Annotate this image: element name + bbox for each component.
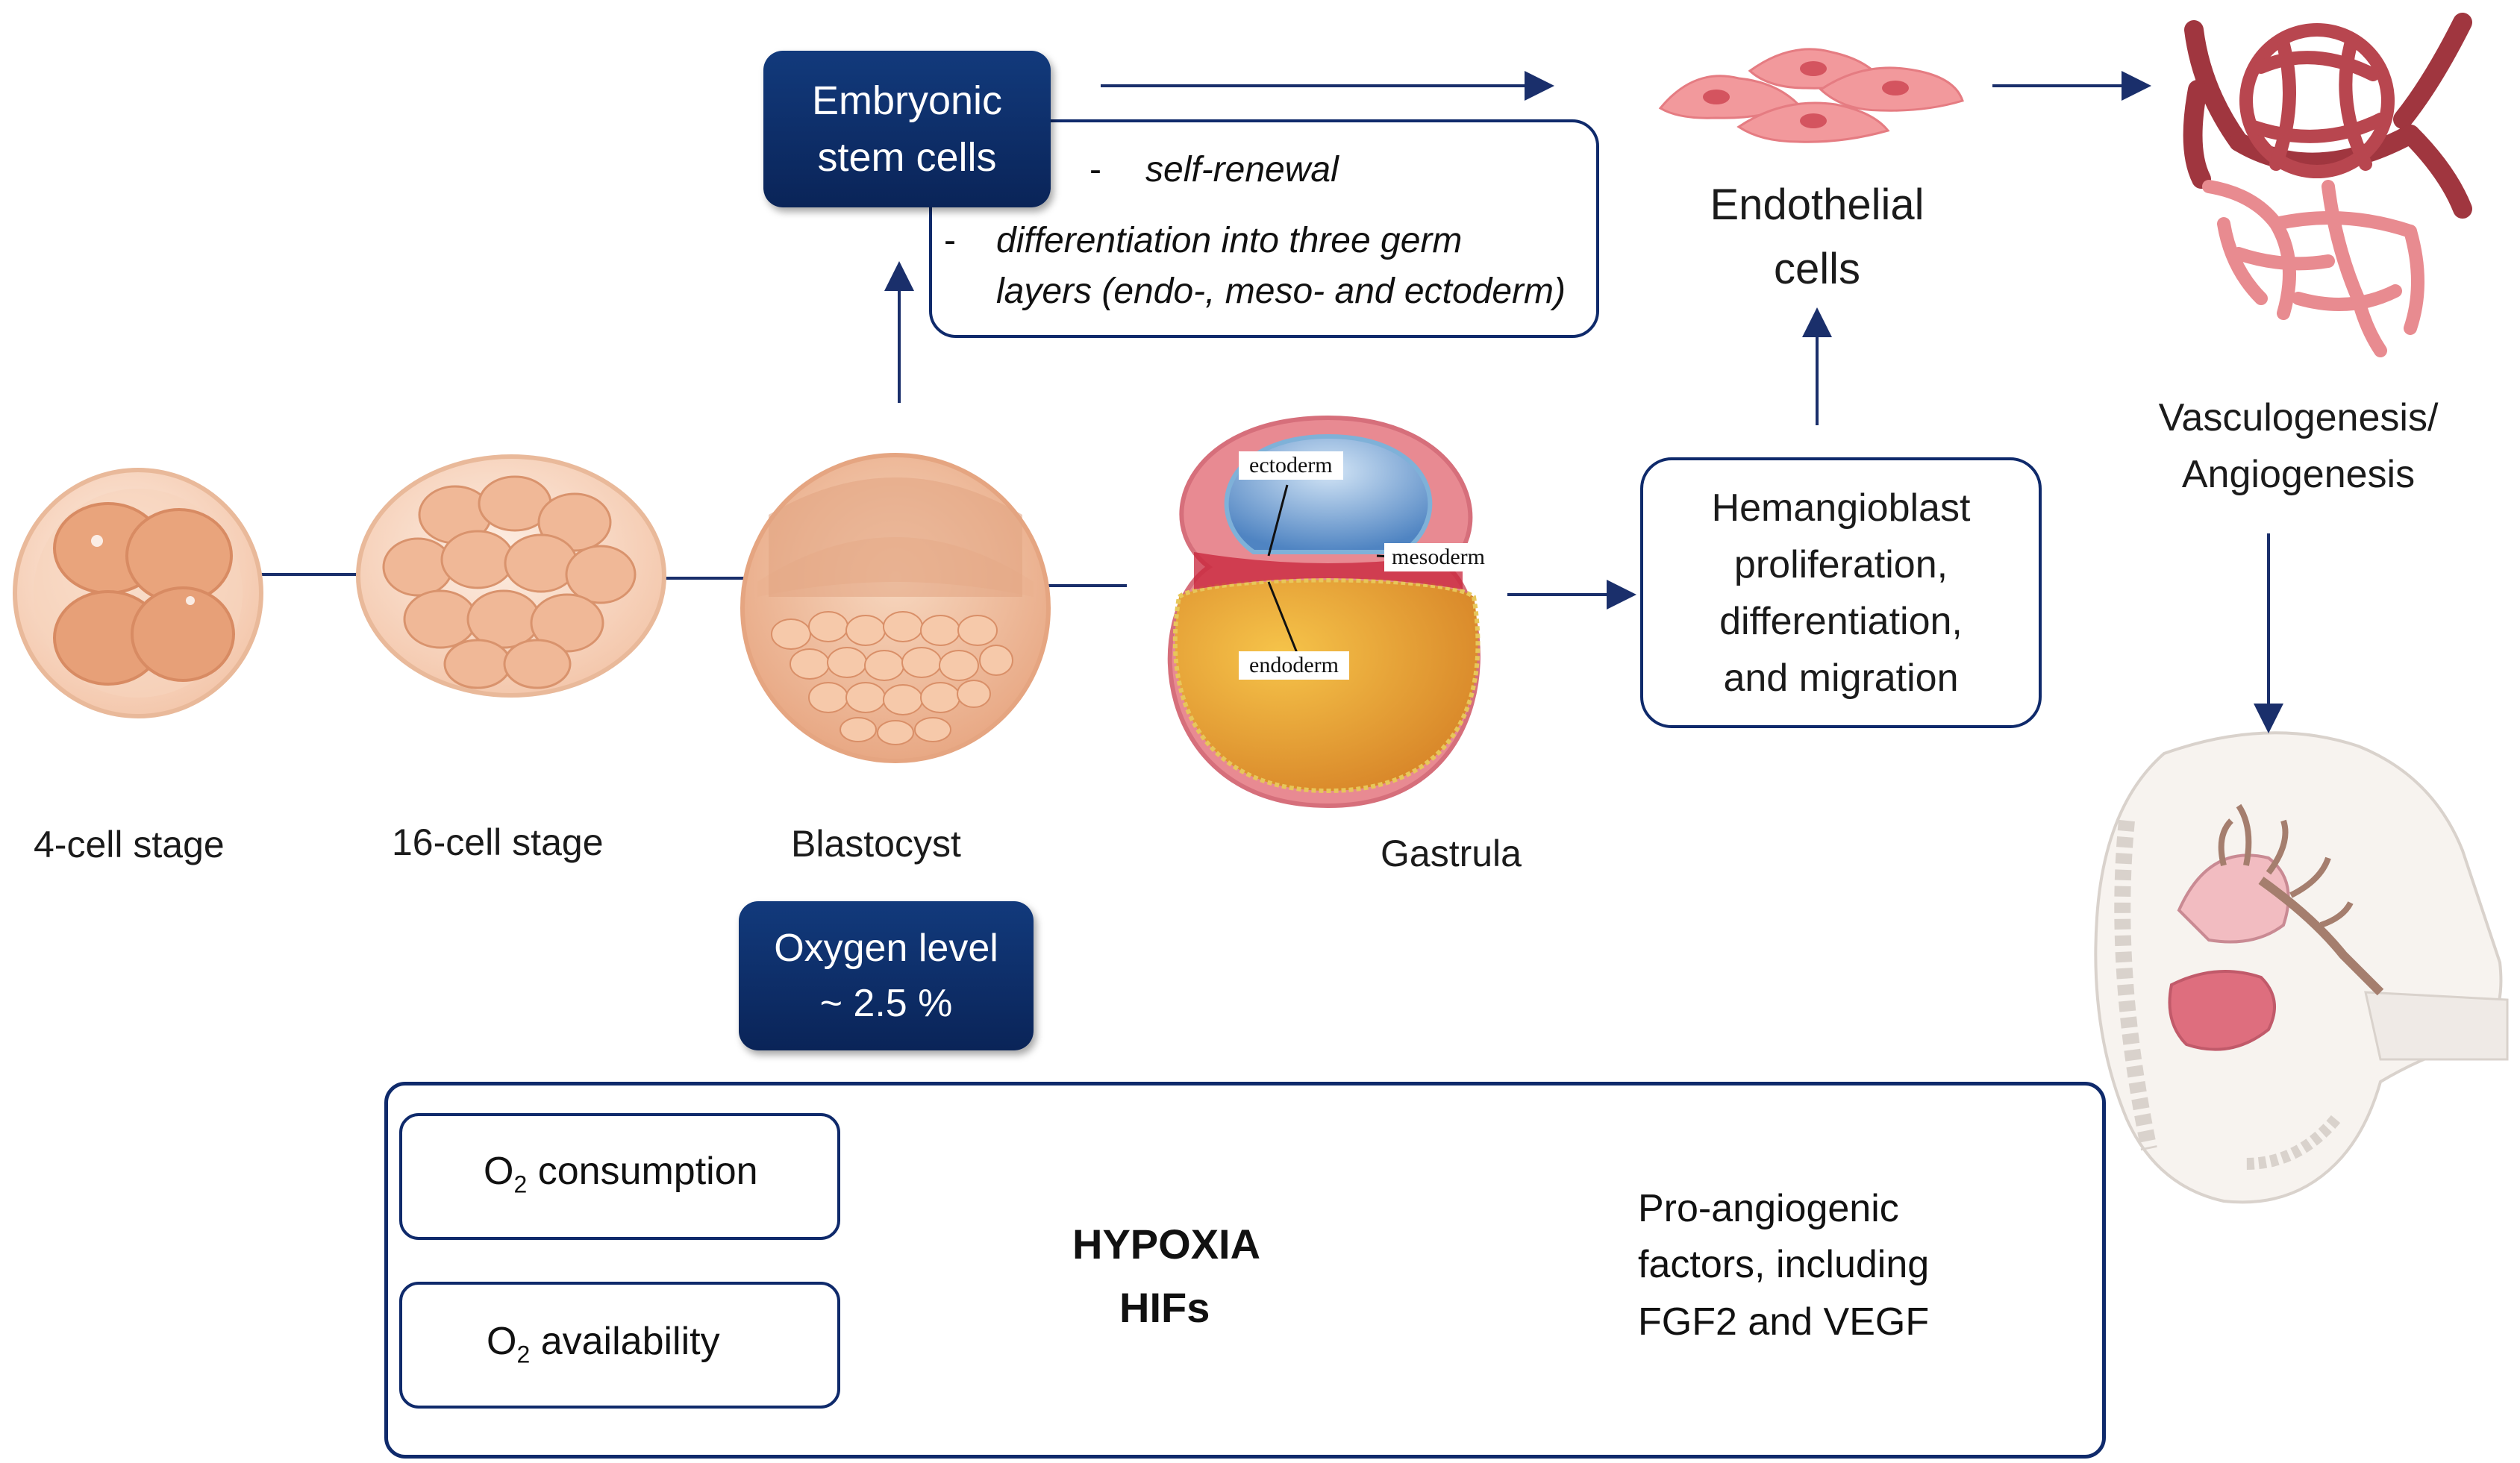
consumption-rest: consumption bbox=[527, 1150, 758, 1193]
esc-line1: Embryonic bbox=[811, 78, 1003, 123]
endothelial-cells-illustration bbox=[1658, 48, 1964, 143]
oxygen-level-box: Oxygen level ~ 2.5 % bbox=[739, 901, 1034, 1050]
oxygen-line2: ~ 2.5 % bbox=[819, 982, 953, 1025]
stage-connector-lines bbox=[254, 573, 1127, 587]
factors-line3: FGF2 and VEGF bbox=[1638, 1300, 1930, 1344]
embryo-heart-illustration bbox=[2094, 731, 2509, 1204]
vasculogenesis-label: Vasculogenesis/ Angiogenesis bbox=[2127, 389, 2470, 503]
mesoderm-label: mesoderm bbox=[1384, 543, 1492, 571]
esc-property-dash-1: - bbox=[1089, 150, 1101, 189]
hypoxia-text: HYPOXIA bbox=[1072, 1221, 1261, 1268]
o2-availability-text: O2 availability bbox=[487, 1319, 720, 1368]
esc-property-dash-2: - bbox=[944, 221, 956, 260]
factors-line2: factors, including bbox=[1638, 1243, 1930, 1286]
o2-availability-box bbox=[399, 1282, 840, 1409]
hifs-text: HIFs bbox=[1119, 1284, 1210, 1331]
hemangioblast-line3: differentiation, bbox=[1719, 599, 1963, 643]
endoderm-label: endoderm bbox=[1239, 651, 1349, 680]
blastocyst-illustration bbox=[740, 453, 1051, 763]
endothelial-cells-label: Endothelial cells bbox=[1668, 173, 1966, 301]
hemangioblast-box: Hemangioblast proliferation, differentia… bbox=[1640, 457, 2042, 728]
vasculo-line2: Angiogenesis bbox=[2181, 453, 2416, 496]
hemangioblast-line4: and migration bbox=[1723, 656, 1959, 700]
blastocyst-label: Blastocyst bbox=[791, 823, 961, 865]
embryonic-stem-cells-box: Embryonic stem cells bbox=[763, 51, 1051, 207]
hemangioblast-line1: Hemangioblast bbox=[1711, 486, 1971, 530]
availability-rest: availability bbox=[530, 1320, 720, 1363]
o2-consumption-text: O2 consumption bbox=[484, 1149, 758, 1198]
o2-consumption-box bbox=[399, 1113, 840, 1240]
consumption-sub: 2 bbox=[513, 1171, 528, 1198]
endothelial-line1: Endothelial bbox=[1710, 181, 1925, 229]
sixteen-cell-stage-label: 16-cell stage bbox=[392, 821, 604, 863]
vasculo-line1: Vasculogenesis/ bbox=[2158, 396, 2439, 439]
factors-line1: Pro-angiogenic bbox=[1638, 1187, 1899, 1230]
vessel-network-illustration bbox=[2183, 13, 2472, 357]
four-cell-stage-label: 4-cell stage bbox=[34, 824, 225, 865]
self-renewal-text: self-renewal bbox=[1145, 150, 1339, 189]
endothelial-line2: cells bbox=[1773, 245, 1861, 293]
ectoderm-label: ectoderm bbox=[1239, 451, 1343, 480]
sixteen-cell-embryo-illustration bbox=[356, 454, 666, 698]
differentiation-text-line1: differentiation into three germ bbox=[996, 221, 1463, 260]
gastrula-label: Gastrula bbox=[1381, 833, 1522, 874]
availability-o: O bbox=[487, 1320, 517, 1363]
availability-sub: 2 bbox=[516, 1341, 531, 1368]
hemangioblast-line2: proliferation, bbox=[1733, 542, 1948, 586]
differentiation-text-line2: layers (endo-, meso- and ectoderm) bbox=[996, 272, 1566, 311]
oxygen-line1: Oxygen level bbox=[774, 927, 998, 970]
consumption-o: O bbox=[484, 1150, 514, 1193]
four-cell-embryo-illustration bbox=[13, 468, 263, 718]
esc-line2: stem cells bbox=[817, 135, 997, 180]
